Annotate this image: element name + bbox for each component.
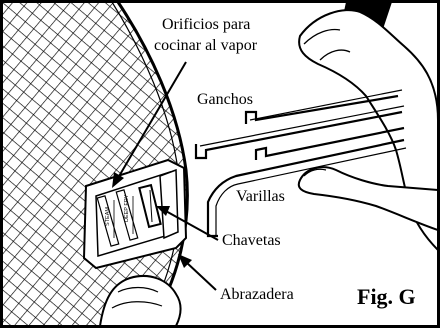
label-abrazadera: Abrazadera [220, 286, 294, 304]
label-ganchos: Ganchos [197, 91, 253, 109]
label-orificios-line1: Orificios para [162, 16, 250, 34]
label-varillas: Varillas [236, 188, 285, 206]
label-chavetas: Chavetas [222, 232, 281, 250]
deep-fry-marking: DEEP FRY [124, 194, 130, 222]
steam-marking: STEAM [105, 207, 111, 226]
figure-label: Fig. G [357, 284, 416, 310]
label-orificios-line2: cocinar al vapor [154, 37, 257, 55]
arrow-abrazadera [186, 262, 216, 290]
